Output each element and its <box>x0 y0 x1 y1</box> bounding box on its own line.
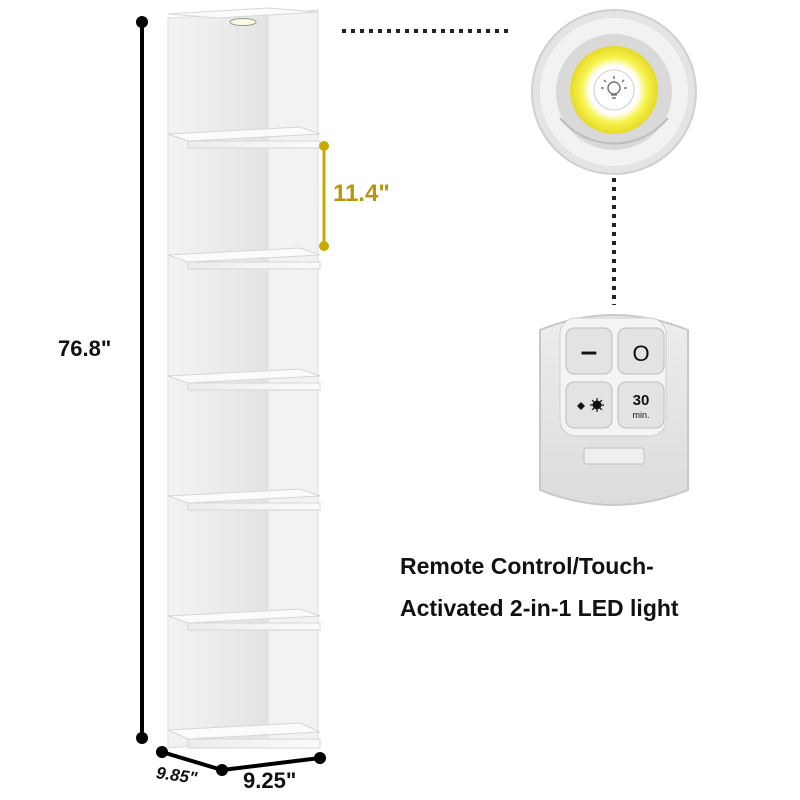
width-dimension-label: 9.25" <box>243 768 297 793</box>
height-dimension-line <box>136 16 148 744</box>
shelf-side-panel <box>267 9 319 749</box>
remote-on-button[interactable] <box>617 327 665 375</box>
shelf-top <box>167 7 319 19</box>
shelf-gap-dimension-label: 11.4" <box>333 180 390 207</box>
width-dimension-line <box>221 752 326 772</box>
feature-caption-line-1: Remote Control/Touch- <box>400 553 654 579</box>
puck-led-light <box>531 9 697 175</box>
remote-control: – O 30 min. <box>539 314 689 506</box>
brightness-icon <box>577 398 604 412</box>
remote-brightness-button[interactable] <box>565 381 613 429</box>
shelf-board-5 <box>167 608 321 631</box>
remote-off-label: – <box>581 335 598 368</box>
remote-battery-slot <box>583 447 645 465</box>
feature-caption: Remote Control/Touch- Activated 2-in-1 L… <box>400 545 760 629</box>
feature-caption-line-2: Activated 2-in-1 LED light <box>400 595 679 621</box>
shelf-boards <box>167 126 321 749</box>
remote-off-button[interactable] <box>565 327 613 375</box>
height-dimension-label: 76.8" <box>58 336 112 361</box>
shelf-board-bottom <box>167 722 321 749</box>
shelf-board-4 <box>167 488 321 511</box>
shelf-board-1 <box>167 126 321 149</box>
lightbulb-icon <box>601 76 627 99</box>
shelf-board-2 <box>167 247 321 270</box>
remote-timer-unit: min. <box>632 410 649 420</box>
depth-dimension-line <box>156 746 228 776</box>
remote-timer-value: 30 <box>633 392 650 409</box>
shelf-gap-dimension-line <box>319 141 329 251</box>
shelf-board-3 <box>167 368 321 391</box>
remote-timer-button[interactable] <box>617 381 665 429</box>
top-downlight-icon <box>229 18 257 26</box>
corner-shelf-unit <box>167 7 321 749</box>
remote-on-label: O <box>632 341 649 366</box>
